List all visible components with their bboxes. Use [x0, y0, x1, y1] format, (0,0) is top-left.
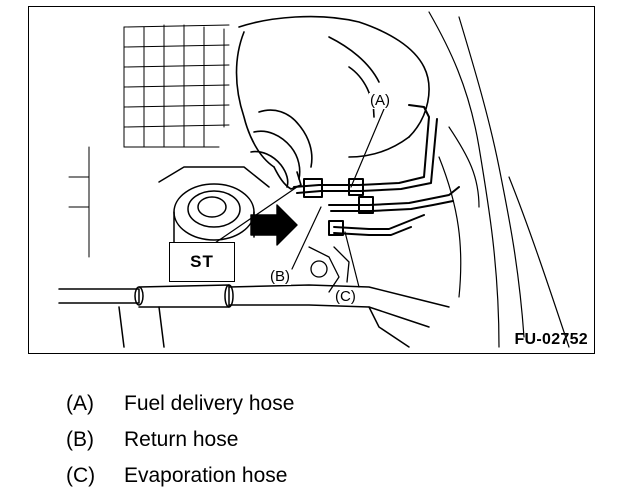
st-label-text: ST [190, 252, 214, 271]
figure-id: FU-02752 [514, 331, 588, 348]
legend-key: (C) [66, 464, 96, 487]
legend-text: Return hose [124, 428, 239, 451]
legend-key: (B) [66, 428, 94, 451]
fittings [308, 246, 350, 293]
callout-a: (A) [369, 92, 391, 109]
legend-item: (B) Return hose [66, 422, 294, 458]
hand-drawing [235, 15, 430, 190]
legend-text: Fuel delivery hose [124, 392, 295, 415]
legend-key: (A) [66, 392, 94, 415]
leader-lines [211, 108, 385, 288]
legend-item: (A) Fuel delivery hose [66, 386, 294, 422]
engine-block [68, 24, 230, 258]
fuel-hoses [293, 104, 460, 236]
special-tool-label: ST [169, 242, 235, 282]
direction-arrow [250, 204, 298, 246]
callout-b: (B) [269, 268, 291, 285]
legend-item: (C) Evaporation hose [66, 458, 294, 494]
engine-illustration [58, 11, 570, 348]
lower-pipes [58, 284, 450, 348]
legend-text: Evaporation hose [124, 464, 288, 487]
legend: (A) Fuel delivery hose (B) Return hose (… [66, 386, 294, 494]
callout-c: (C) [334, 288, 357, 305]
illustration-frame: ST (A) (B) (C) FU-02752 [28, 6, 595, 354]
engine-right-side [428, 11, 570, 348]
